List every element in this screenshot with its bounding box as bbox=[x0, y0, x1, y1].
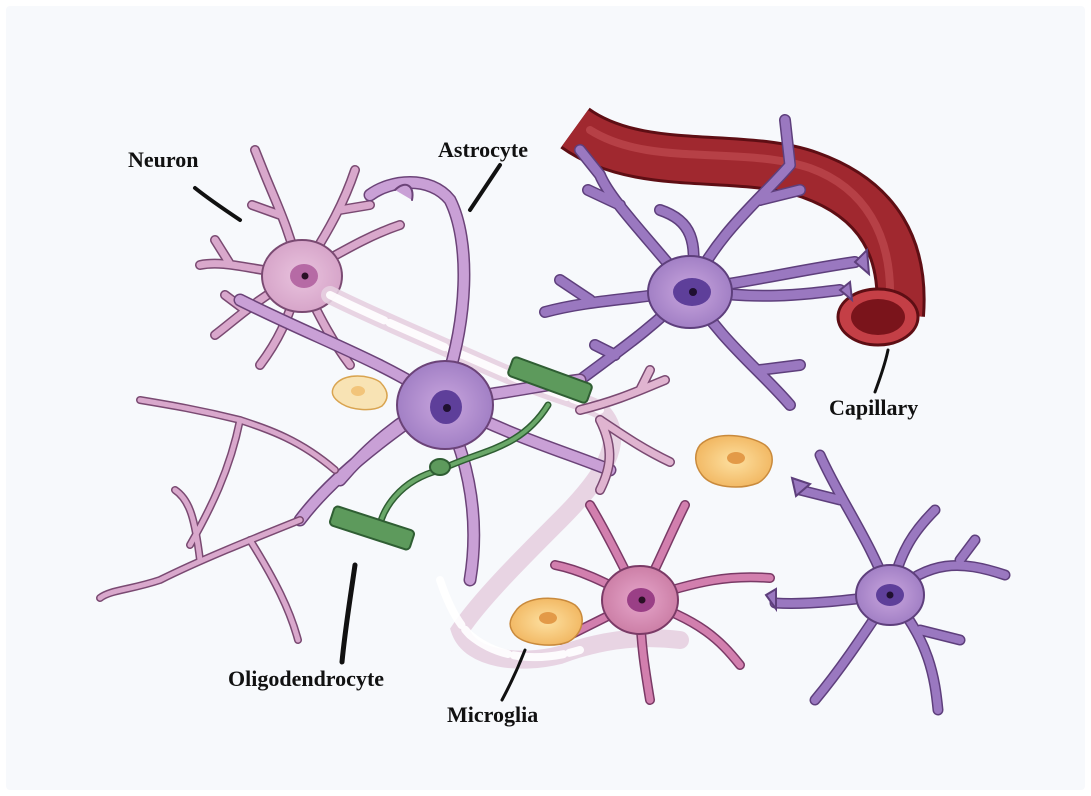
oligodendrocyte-leader bbox=[342, 565, 355, 662]
microglia-cell bbox=[510, 598, 582, 645]
neuron-processes bbox=[100, 400, 335, 640]
astrocyte-cell bbox=[766, 455, 1005, 710]
capillary-vessel bbox=[575, 128, 918, 345]
oligodendrocyte-label: Oligodendrocyte bbox=[228, 668, 384, 690]
microglia-cell bbox=[332, 376, 387, 410]
microglia-cell bbox=[696, 436, 772, 487]
microglia-label: Microglia bbox=[447, 704, 538, 726]
capillary-label: Capillary bbox=[829, 397, 918, 419]
neuron-label: Neuron bbox=[128, 149, 199, 171]
neuron-cell bbox=[555, 505, 770, 700]
astrocyte-label: Astrocyte bbox=[438, 139, 528, 161]
astrocyte-leader bbox=[470, 165, 500, 210]
neuron-leader bbox=[195, 188, 240, 220]
capillary-leader bbox=[875, 350, 888, 392]
